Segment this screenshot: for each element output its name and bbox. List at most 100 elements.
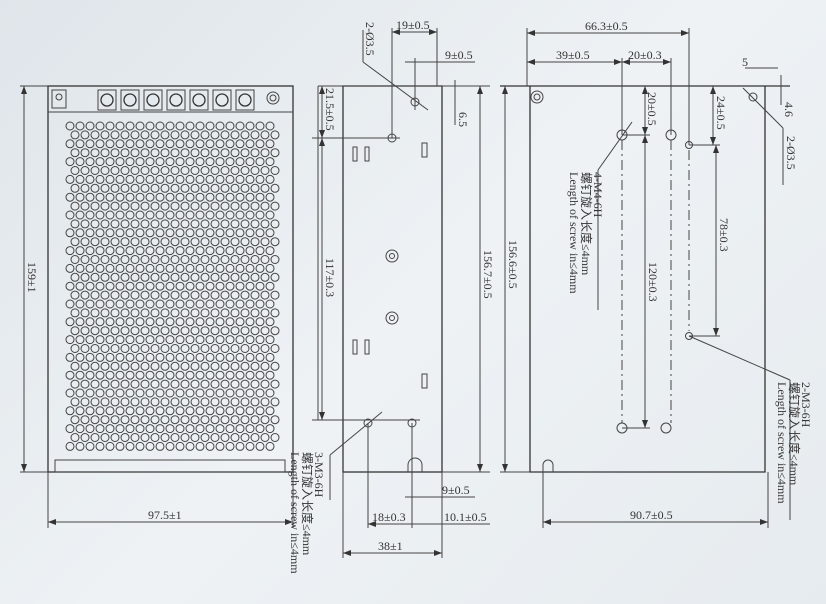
vent-hole (155, 352, 165, 362)
vent-hole (140, 344, 150, 353)
vent-hole (165, 174, 175, 184)
vent-hole (225, 246, 235, 256)
vent-hole (115, 210, 125, 220)
vent-hole (125, 335, 135, 345)
vent-hole (140, 255, 150, 264)
vent-hole (135, 317, 145, 327)
vent-hole (100, 433, 110, 442)
vent-hole (140, 272, 150, 282)
vent-hole (195, 281, 205, 291)
vent-hole (70, 201, 80, 211)
vent-hole (245, 388, 255, 398)
vent-hole (125, 228, 135, 238)
vent-hole (65, 157, 75, 167)
vent-hole (155, 121, 165, 131)
vent-hole (105, 192, 115, 202)
vent-hole (185, 121, 195, 131)
dim-78: 78±0.3 (717, 218, 731, 252)
vent-hole (85, 121, 95, 131)
vent-hole (105, 352, 115, 362)
vent-hole (180, 344, 190, 353)
vent-hole (210, 326, 220, 336)
vent-hole (90, 166, 100, 175)
vent-hole (120, 219, 130, 229)
vent-hole (130, 397, 140, 407)
vent-hole (100, 415, 110, 425)
dim-90-7: 90.7±0.5 (630, 508, 673, 522)
vent-hole (175, 299, 185, 309)
vent-hole (160, 308, 170, 318)
vent-hole (170, 361, 180, 371)
vent-hole (265, 388, 275, 398)
vent-hole (105, 406, 115, 416)
vent-hole (195, 192, 205, 202)
vent-hole (265, 174, 275, 184)
vent-hole (210, 237, 220, 247)
vent-hole (230, 183, 240, 193)
dim-19: 19±0.5 (396, 18, 430, 32)
vent-hole (200, 183, 210, 193)
vent-hole (245, 246, 255, 256)
vent-hole (260, 308, 270, 318)
vent-hole (150, 219, 160, 229)
vent-hole (140, 290, 150, 300)
vent-hole (75, 370, 85, 380)
vent-hole (150, 255, 160, 264)
vent-hole (245, 370, 255, 380)
vent-hole (165, 246, 175, 256)
vent-hole (120, 272, 130, 282)
vent-hole (75, 174, 85, 184)
vent-hole (90, 344, 100, 353)
dim-120: 120±0.3 (646, 262, 660, 302)
vent-hole (75, 281, 85, 291)
vent-hole (115, 121, 125, 131)
vent-hole (180, 183, 190, 193)
vent-hole (75, 299, 85, 309)
vent-hole (130, 130, 140, 140)
vent-hole (230, 326, 240, 336)
vent-hole (180, 201, 190, 211)
vent-hole (270, 255, 280, 264)
vent-hole (115, 281, 125, 291)
vent-hole (150, 308, 160, 318)
vent-hole (235, 281, 245, 291)
vent-hole (140, 397, 150, 407)
vent-hole (195, 174, 205, 184)
vent-hole (165, 424, 175, 434)
dim-20-3: 20±0.3 (628, 48, 662, 62)
vent-hole (145, 139, 155, 149)
vent-hole (160, 130, 170, 140)
vent-hole (115, 263, 125, 273)
screw-note: 3-M3-6H 螺钉旋入长度≤4mm Length of screw in≤4m… (288, 452, 326, 574)
terminal (212, 89, 232, 111)
vent-hole (110, 379, 120, 389)
vent-hole (255, 139, 265, 149)
vent-hole (170, 397, 180, 407)
vent-hole (165, 335, 175, 345)
vent-hole (100, 183, 110, 193)
vent-hole (215, 281, 225, 291)
vent-hole (180, 433, 190, 442)
vent-hole (70, 379, 80, 389)
vent-hole (145, 335, 155, 345)
vent-hole (265, 406, 275, 416)
vent-hole (105, 139, 115, 149)
vent-hole (165, 441, 175, 451)
vent-hole (145, 228, 155, 238)
vent-hole (150, 237, 160, 247)
vent-hole (205, 406, 215, 416)
vent-hole (70, 166, 80, 175)
vent-hole (225, 157, 235, 167)
vent-hole (125, 370, 135, 380)
vent-hole (185, 139, 195, 149)
vent-hole (80, 219, 90, 229)
vent-hole (230, 148, 240, 158)
dim-5: 5 (742, 55, 748, 69)
vent-hole (125, 352, 135, 362)
vent-hole (250, 308, 260, 318)
vent-hole (120, 255, 130, 264)
vent-hole (105, 441, 115, 451)
vent-hole (215, 228, 225, 238)
vent-hole (170, 379, 180, 389)
vent-hole (235, 424, 245, 434)
